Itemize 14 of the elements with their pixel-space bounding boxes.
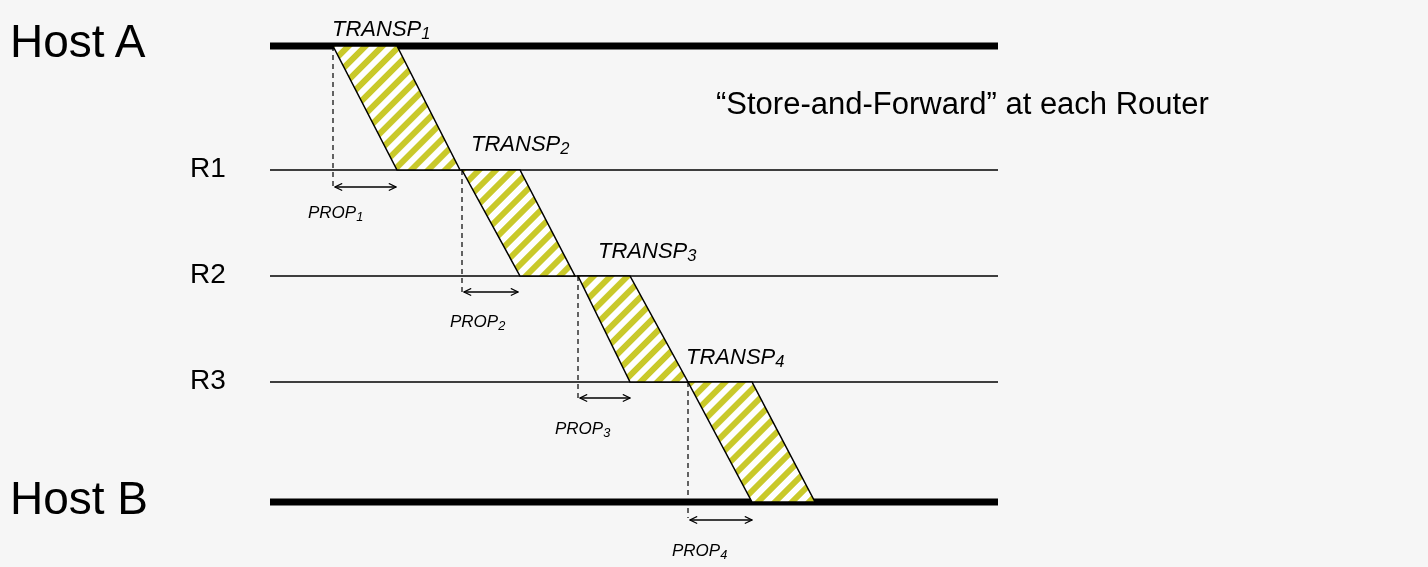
propagation-label: PROP$_{2}$	[450, 313, 506, 333]
propagation-label: PROP$_{3}$	[555, 420, 611, 440]
transmission-label: TRANSP$_{3}$	[598, 240, 697, 264]
propagation-label: PROP$_{4}$	[672, 542, 728, 562]
host-label: Host B	[10, 475, 149, 521]
transmission-label: TRANSP$_{4}$	[686, 346, 785, 370]
heading: “Store-and-Forward” at each Router	[716, 88, 1209, 119]
host-label: Host A	[10, 18, 146, 64]
router-label: R1	[190, 154, 226, 182]
router-label: R2	[190, 260, 226, 288]
router-label: R3	[190, 366, 226, 394]
transmission-label: TRANSP$_{1}$	[332, 18, 431, 42]
propagation-label: PROP$_{1}$	[308, 204, 364, 224]
transmission-label: TRANSP$_{2}$	[471, 133, 570, 157]
